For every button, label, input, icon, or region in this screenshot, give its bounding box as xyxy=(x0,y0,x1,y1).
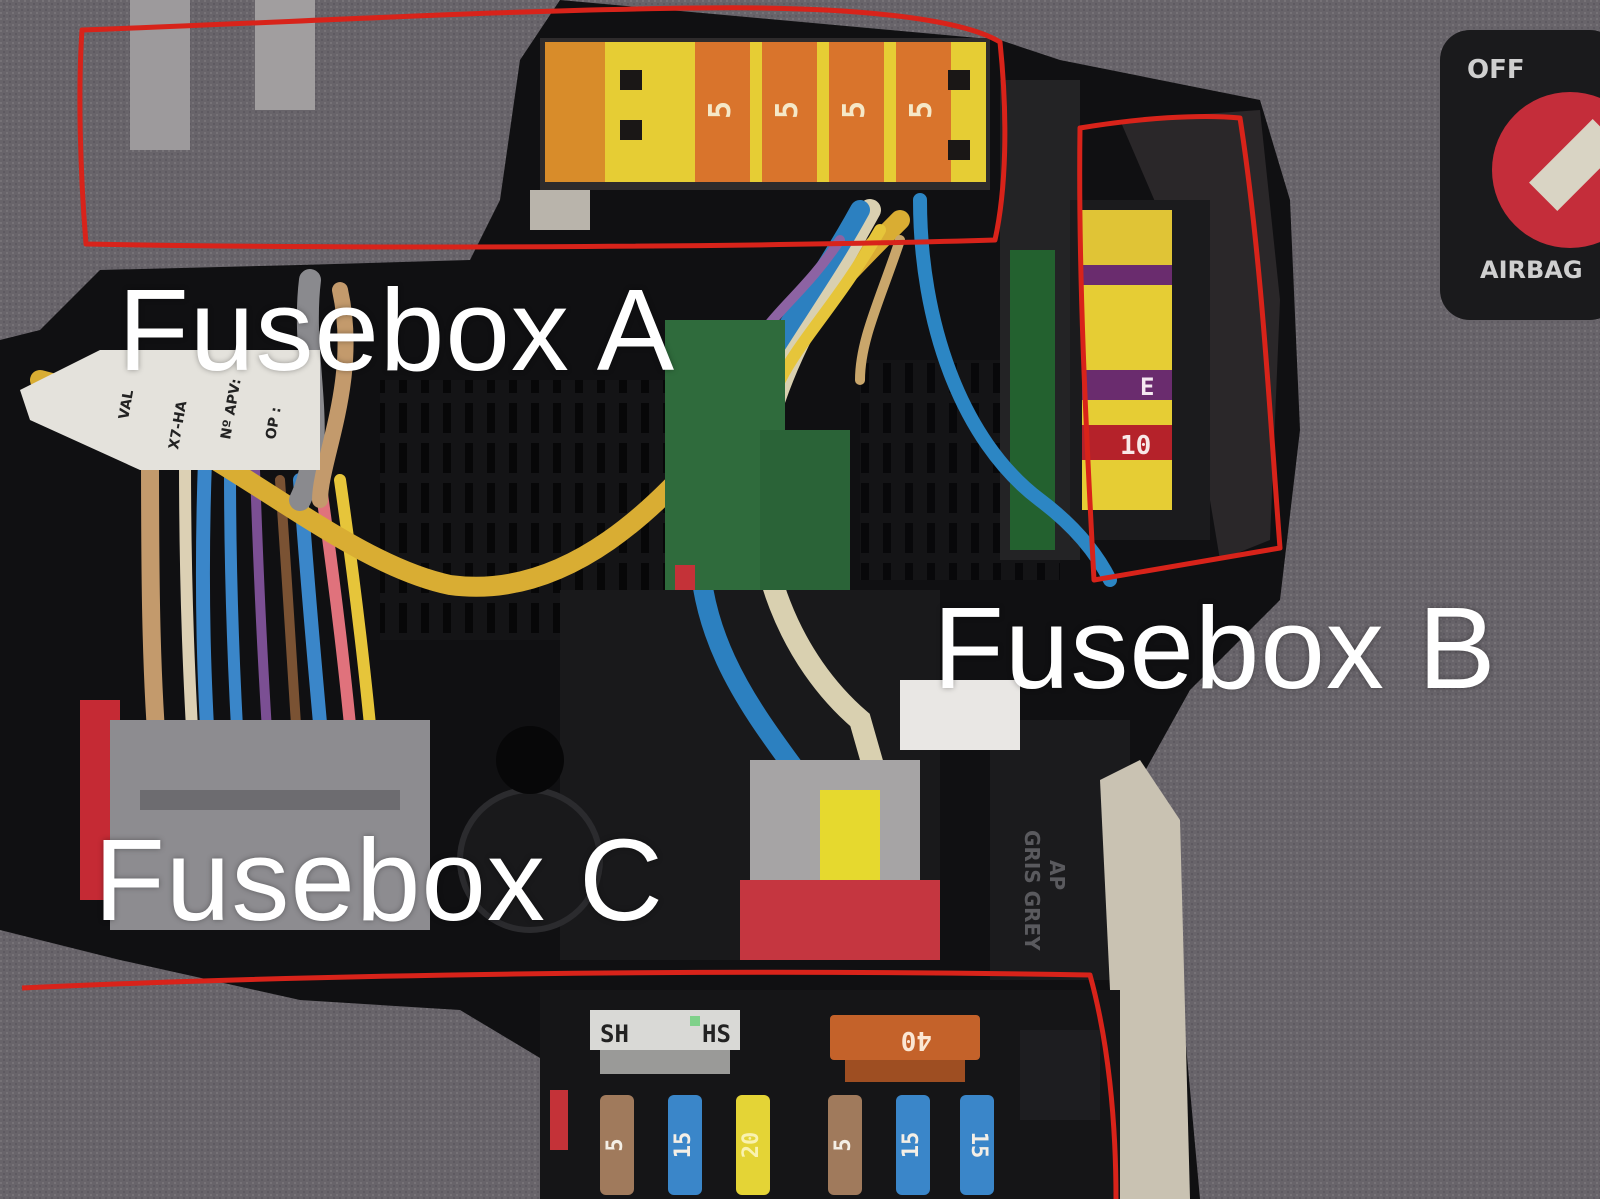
tag-val-text: VAL xyxy=(116,389,137,421)
wire-tag: VAL X7-HA Nº APV: OP : xyxy=(20,350,320,470)
outline-fusebox-b xyxy=(1077,113,1283,583)
green-relay-2 xyxy=(760,430,850,590)
fuse-b-label-2: 10 xyxy=(1120,431,1151,461)
fuse-a-label-4: 5 xyxy=(904,101,939,119)
fuse-a-label-2: 5 xyxy=(770,101,805,119)
fuse-c-label-6: 15 xyxy=(966,1132,991,1159)
center-connector-lock xyxy=(740,880,940,960)
tag-op-text: OP : xyxy=(263,406,284,441)
carpet-right xyxy=(560,0,1600,1199)
airbag-switch-key xyxy=(1529,119,1600,211)
fuse-c-label-5: 15 xyxy=(899,1132,924,1159)
grey-clip xyxy=(130,0,190,150)
fuse-c-top-left: SH xyxy=(600,1020,629,1048)
fusebox-c-label: Fusebox C xyxy=(94,815,664,945)
annotation-outlines xyxy=(21,5,1283,1199)
fusebox-c: SH HS 40 5 15 20 5 15 15 xyxy=(540,990,1120,1199)
fuse-a-label-1: 5 xyxy=(703,101,738,119)
fuse-c-label-3: 20 xyxy=(739,1132,764,1159)
fuse-c-big-label: 40 xyxy=(901,1025,932,1055)
fusebox-a-label: Fusebox A xyxy=(118,265,676,395)
airbag-label-text: AIRBAG xyxy=(1480,256,1583,284)
carpet-bottom-left xyxy=(0,930,590,1199)
housing-gris-text: GRIS GREY xyxy=(1020,830,1044,951)
outline-fusebox-a xyxy=(77,5,1008,250)
fusebox-b-label: Fusebox B xyxy=(933,583,1497,713)
white-connector xyxy=(900,680,1020,750)
beige-panel xyxy=(1100,760,1190,1199)
airbag-off-text: OFF xyxy=(1467,55,1525,85)
fuse-c-label-2: 15 xyxy=(671,1132,696,1159)
outline-fusebox-c xyxy=(21,969,1119,1199)
round-hole xyxy=(496,726,564,794)
fuse-c-label-1: 5 xyxy=(603,1138,628,1151)
left-grey-connector xyxy=(110,720,430,930)
fuse-a-label-3: 5 xyxy=(837,101,872,119)
fusebox-a: 5 5 5 5 xyxy=(530,38,990,230)
fuse-c-label-4: 5 xyxy=(831,1138,856,1151)
grey-clip-2 xyxy=(255,0,315,110)
housing-ap-text: AP xyxy=(1045,860,1069,890)
fuse-b-label-1: E xyxy=(1140,373,1154,401)
fuse-c-top-right: HS xyxy=(702,1020,731,1048)
